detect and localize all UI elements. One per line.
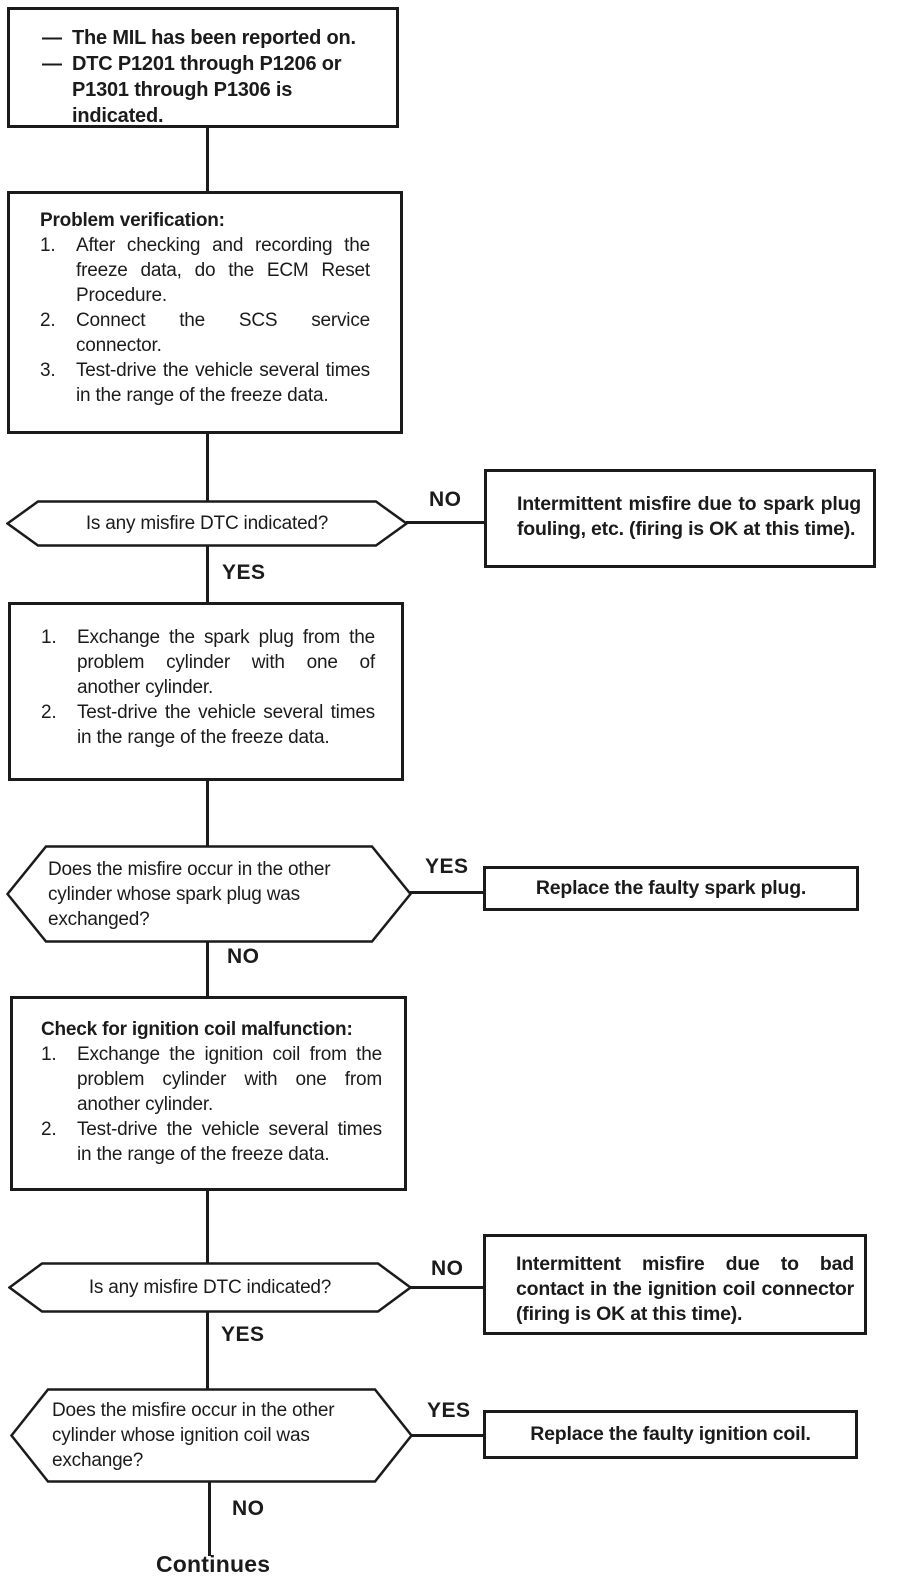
step-number: 1. [41,627,57,648]
step-text: Connect the SCS service connector. [76,310,370,356]
connector-verify-decision1 [206,433,209,501]
step-text: Exchange the spark plug from the problem… [77,627,375,698]
edge-label-no-2: NO [227,945,260,968]
decision-question: Is any misfire DTC indicated? [88,1277,332,1298]
connector-coil-decision3 [206,1190,209,1263]
connector-no-result1 [406,521,484,524]
swap-plug-step: 2. Test-drive the vehicle several times … [41,700,375,750]
step-number: 1. [41,1044,57,1065]
dash-bullet: — [42,27,62,49]
step-number: 2. [40,310,56,331]
step-number: 1. [40,235,56,256]
verification-step: 1. After checking and recording the free… [40,233,370,308]
swap-plug-step: 1. Exchange the spark plug from the prob… [41,625,375,700]
decision-misfire-dtc-1: Is any misfire DTC indicated? [6,500,408,547]
decision-question: Does the misfire occur in the other cyli… [52,1400,335,1471]
connector-decision4-continues [208,1482,211,1556]
step-text: Test-drive the vehicle several times in … [76,360,370,406]
edge-label-yes-2: YES [425,855,469,878]
edge-label-yes-1: YES [222,561,266,584]
problem-verification-title: Problem verification: [40,210,225,231]
continues-label: Continues [156,1551,271,1577]
coil-check-node: Check for ignition coil malfunction: 1. … [10,996,407,1191]
edge-label-no-4: NO [232,1497,265,1520]
start-condition-1-text: The MIL has been reported on. [72,27,356,49]
step-number: 2. [41,1119,57,1140]
connector-start-verify [206,127,209,191]
result-text: Intermittent misfire due to spark plug f… [517,493,861,540]
connector-decision1-swap [206,546,209,602]
result-text: Intermittent misfire due to bad contact … [516,1253,854,1325]
edge-label-yes-3: YES [221,1323,265,1346]
step-number: 2. [41,702,57,723]
coil-check-title: Check for ignition coil malfunction: [41,1019,353,1040]
step-number: 3. [40,360,56,381]
connector-no-result3 [410,1286,483,1289]
coil-check-step: 2. Test-drive the vehicle several times … [41,1117,382,1167]
start-node: — The MIL has been reported on. — DTC P1… [7,7,399,128]
edge-label-yes-4: YES [427,1399,471,1422]
swap-spark-plug-node: 1. Exchange the spark plug from the prob… [8,602,404,781]
start-condition-1: — The MIL has been reported on. [42,25,382,51]
verification-step: 3. Test-drive the vehicle several times … [40,358,370,408]
coil-check-step: 1. Exchange the ignition coil from the p… [41,1042,382,1117]
edge-label-no-3: NO [431,1257,464,1280]
decision-misfire-dtc-2: Is any misfire DTC indicated? [8,1262,412,1313]
connector-swap-decision2 [206,780,209,846]
result-coil-connector: Intermittent misfire due to bad contact … [483,1234,867,1335]
result-spark-plug-fouling: Intermittent misfire due to spark plug f… [484,469,876,568]
decision-question: Is any misfire DTC indicated? [85,513,329,534]
hexagon-outline [6,845,412,943]
result-text: Replace the faulty ignition coil. [530,1423,811,1445]
connector-decision2-coil [206,941,209,997]
start-condition-2-text: DTC P1201 through P1206 or P1301 through… [72,53,342,127]
step-text: Exchange the ignition coil from the prob… [77,1044,382,1115]
start-condition-2: — DTC P1201 through P1206 or P1301 throu… [42,51,382,129]
decision-other-cylinder-plug: Does the misfire occur in the other cyli… [6,845,412,943]
step-text: Test-drive the vehicle several times in … [77,702,375,748]
problem-verification-node: Problem verification: 1. After checking … [7,191,403,434]
connector-decision3-decision4 [206,1312,209,1389]
decision-question: Does the misfire occur in the other cyli… [48,858,331,930]
connector-yes-result2 [410,891,483,894]
verification-step: 2. Connect the SCS service connector. [40,308,370,358]
connector-yes-result4 [411,1434,483,1437]
result-replace-spark-plug: Replace the faulty spark plug. [483,866,859,911]
step-text: After checking and recording the freeze … [76,235,370,306]
dash-bullet: — [42,53,62,75]
decision-other-cylinder-coil: Does the misfire occur in the other cyli… [10,1388,413,1483]
result-text: Replace the faulty spark plug. [535,877,807,899]
step-text: Test-drive the vehicle several times in … [77,1119,382,1165]
result-replace-ignition-coil: Replace the faulty ignition coil. [483,1410,858,1459]
edge-label-no-1: NO [429,488,462,511]
